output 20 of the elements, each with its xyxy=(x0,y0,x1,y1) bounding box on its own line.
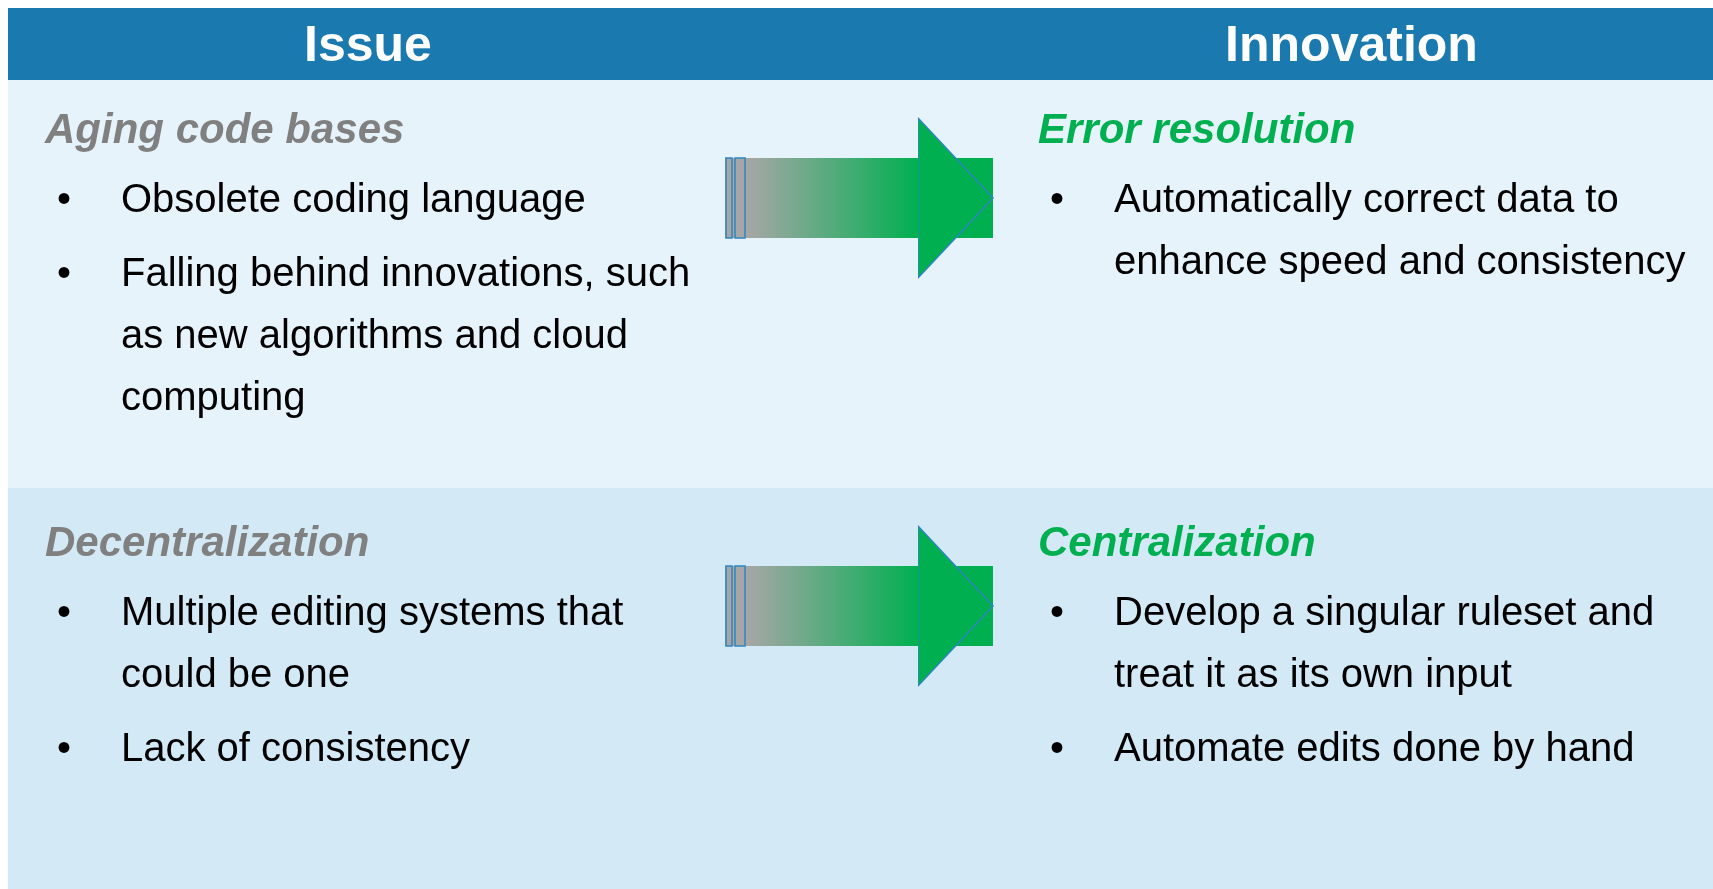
bullet: • xyxy=(57,175,71,222)
section-heading: Aging code bases xyxy=(45,105,405,153)
section-heading: Error resolution xyxy=(1038,105,1356,153)
bullet: • xyxy=(1050,724,1064,771)
bullet-text: Automatically correct data to enhance speed and consistency xyxy=(1114,175,1687,284)
bullet-text: Develop a singular ruleset and treat it as its own input xyxy=(1114,588,1656,697)
bullet-text: Lack of consistency xyxy=(121,724,472,771)
bullet-text: Multiple editing systems that could be one xyxy=(121,588,625,697)
bullet-text: Automate edits done by hand xyxy=(1114,724,1636,771)
bullet: • xyxy=(57,249,71,296)
bullet: • xyxy=(1050,588,1064,635)
section-heading: Decentralization xyxy=(45,518,370,566)
bullet: • xyxy=(57,724,71,771)
bullet: • xyxy=(1050,175,1064,222)
bullet-text: Falling behind innovations, such as new algorithms and cloud computing xyxy=(121,249,692,420)
bullet-text: Obsolete coding language xyxy=(121,175,587,222)
bullet: • xyxy=(57,588,71,635)
column-header: Innovation xyxy=(990,8,1713,80)
section-heading: Centralization xyxy=(1038,518,1316,566)
column-header: Issue xyxy=(8,8,728,80)
